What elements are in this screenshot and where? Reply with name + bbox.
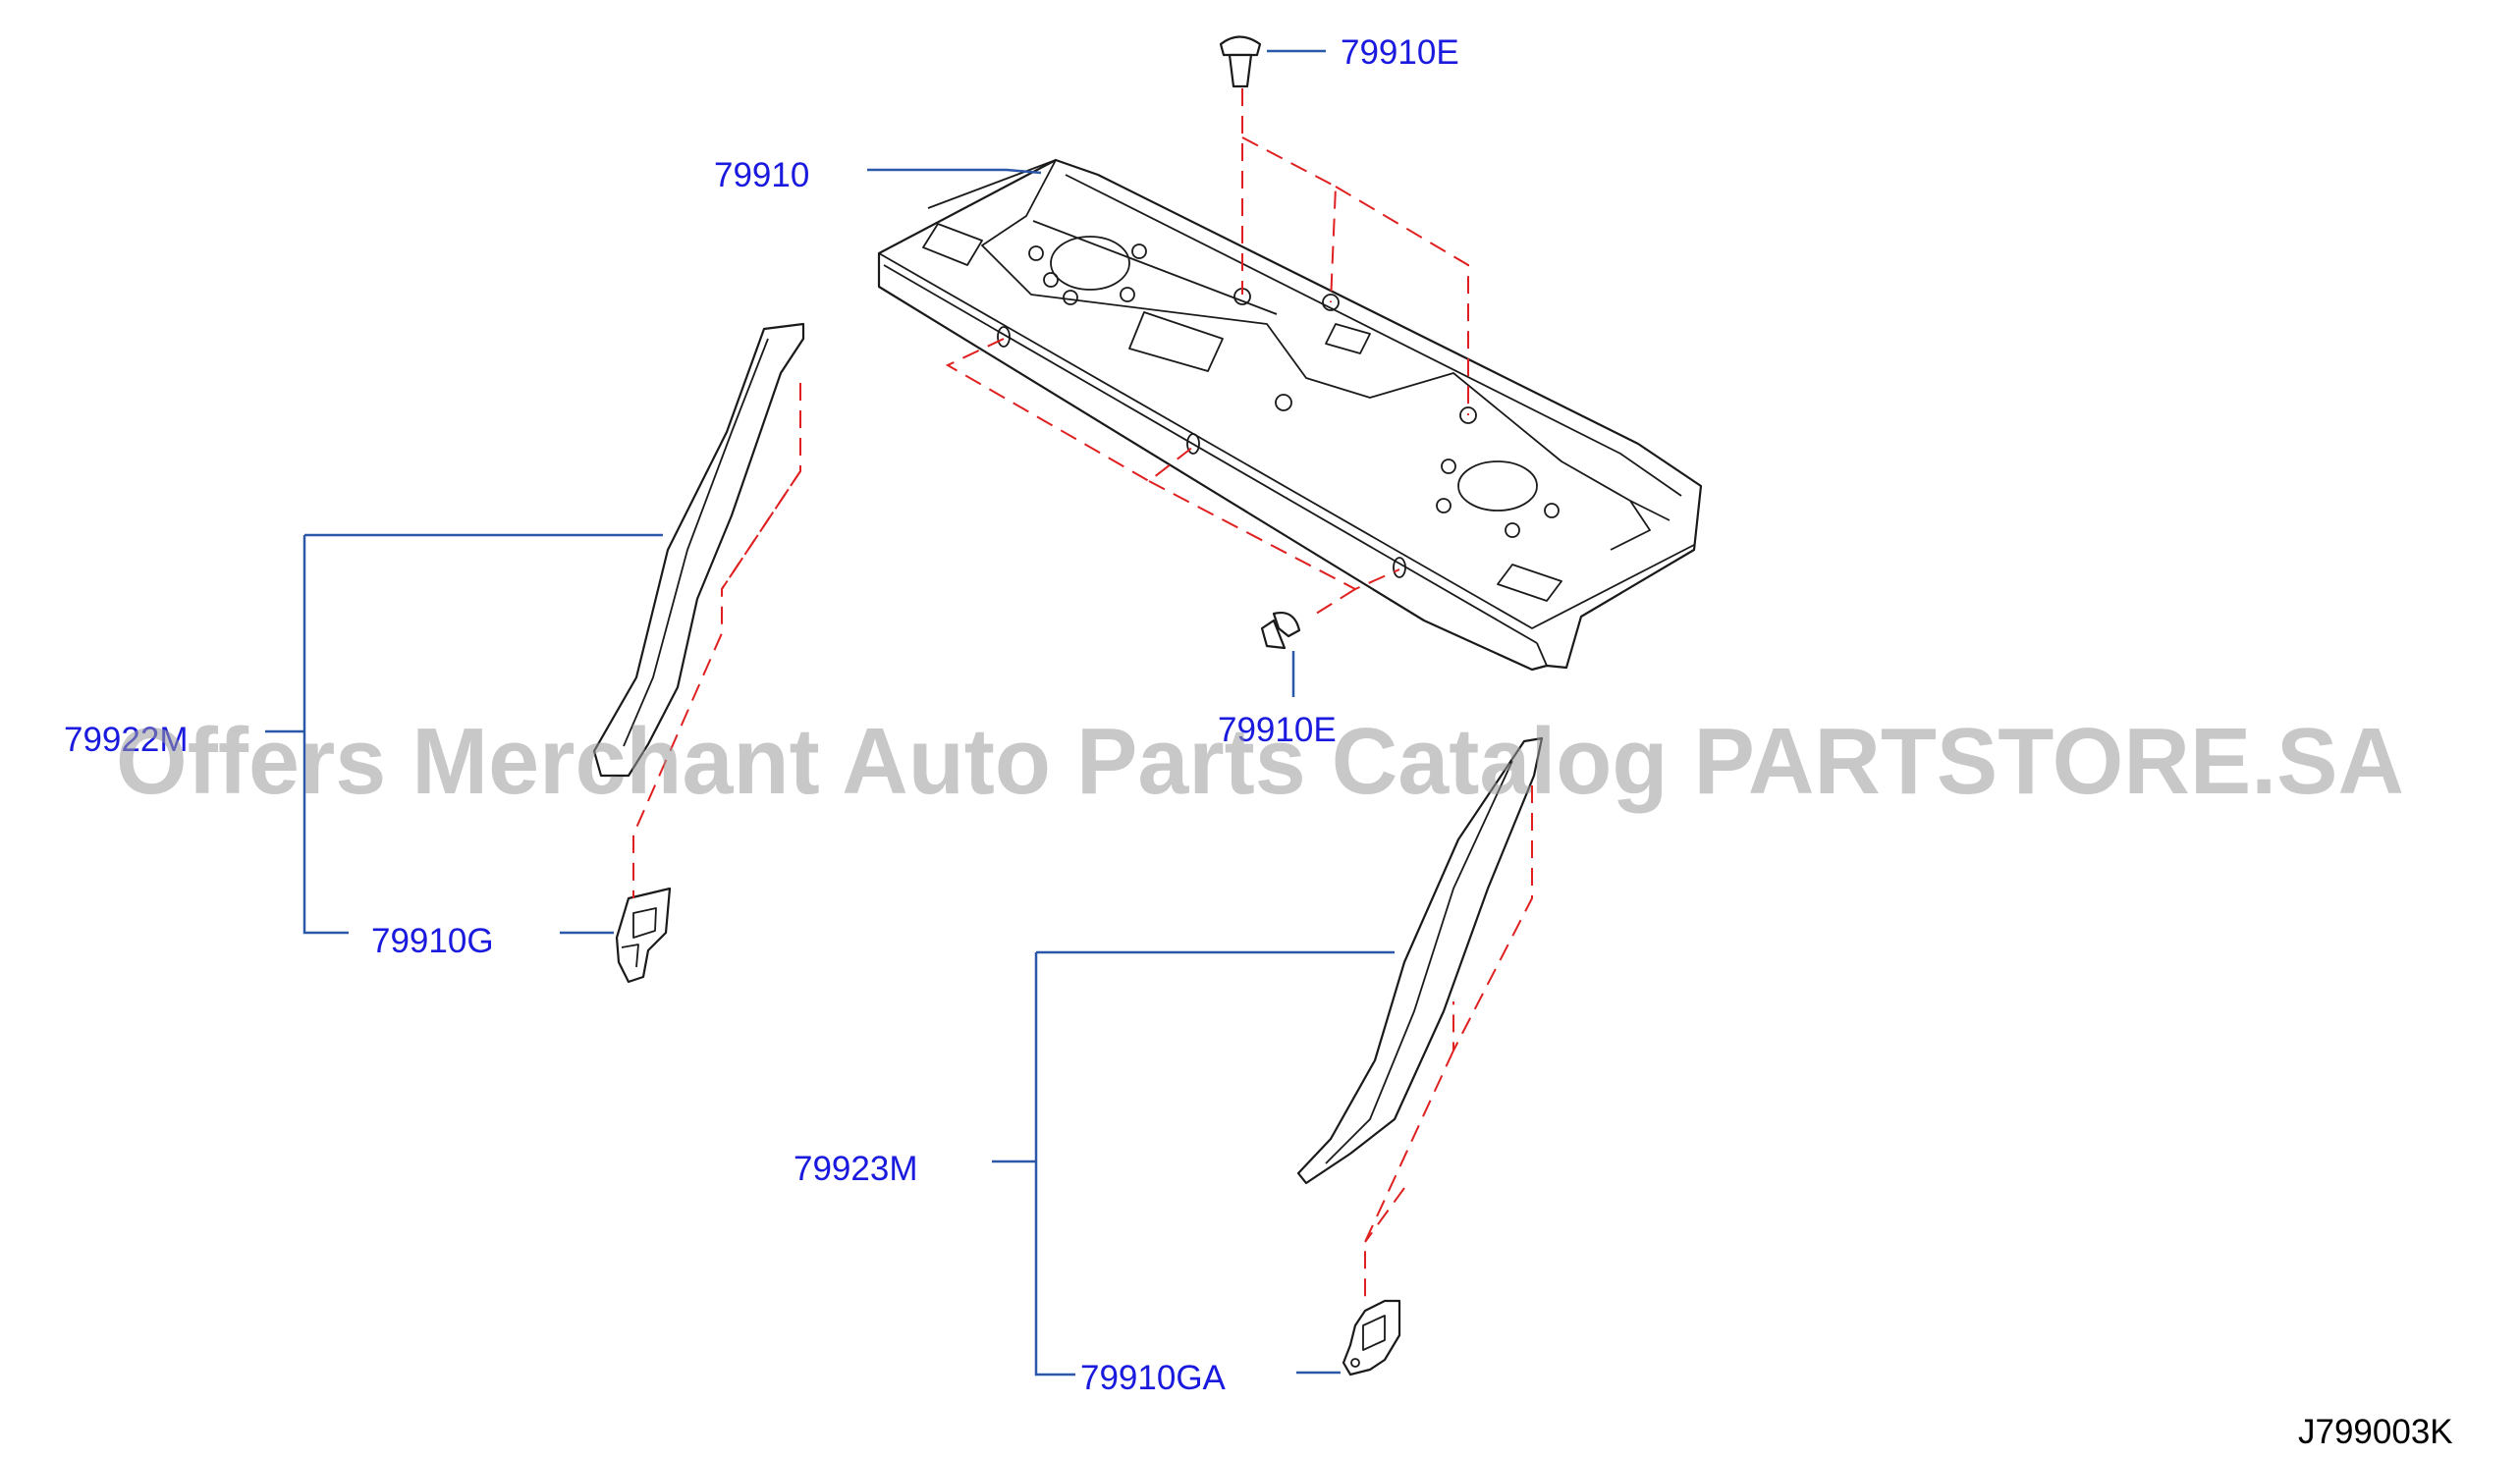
left-pillar-finisher[interactable]	[592, 322, 805, 778]
rear-parcel-shelf[interactable]	[877, 158, 1703, 672]
clip-bottom-icon[interactable]	[1260, 612, 1301, 650]
assembly-lines	[632, 88, 1533, 1306]
watermark-text: Offers Merchant Auto Parts Catalog PARTS…	[116, 709, 2404, 814]
label-79922m[interactable]: 79922M	[64, 721, 188, 759]
label-79910[interactable]: 79910	[714, 156, 809, 194]
label-79910e-bottom[interactable]: 79910E	[1218, 711, 1337, 749]
left-bracket-79910g[interactable]	[615, 887, 672, 984]
right-bracket-79910ga[interactable]	[1342, 1299, 1401, 1376]
label-79910g[interactable]: 79910G	[371, 922, 494, 960]
diagram-reference-id: J799003K	[2298, 1413, 2453, 1451]
leader-lines	[265, 49, 1395, 1376]
label-79910ga[interactable]: 79910GA	[1080, 1359, 1227, 1397]
right-pillar-finisher[interactable]	[1296, 736, 1544, 1185]
clip-top-icon[interactable]	[1219, 35, 1262, 88]
label-79910e-top[interactable]: 79910E	[1341, 33, 1459, 72]
label-79923m[interactable]: 79923M	[794, 1150, 917, 1188]
